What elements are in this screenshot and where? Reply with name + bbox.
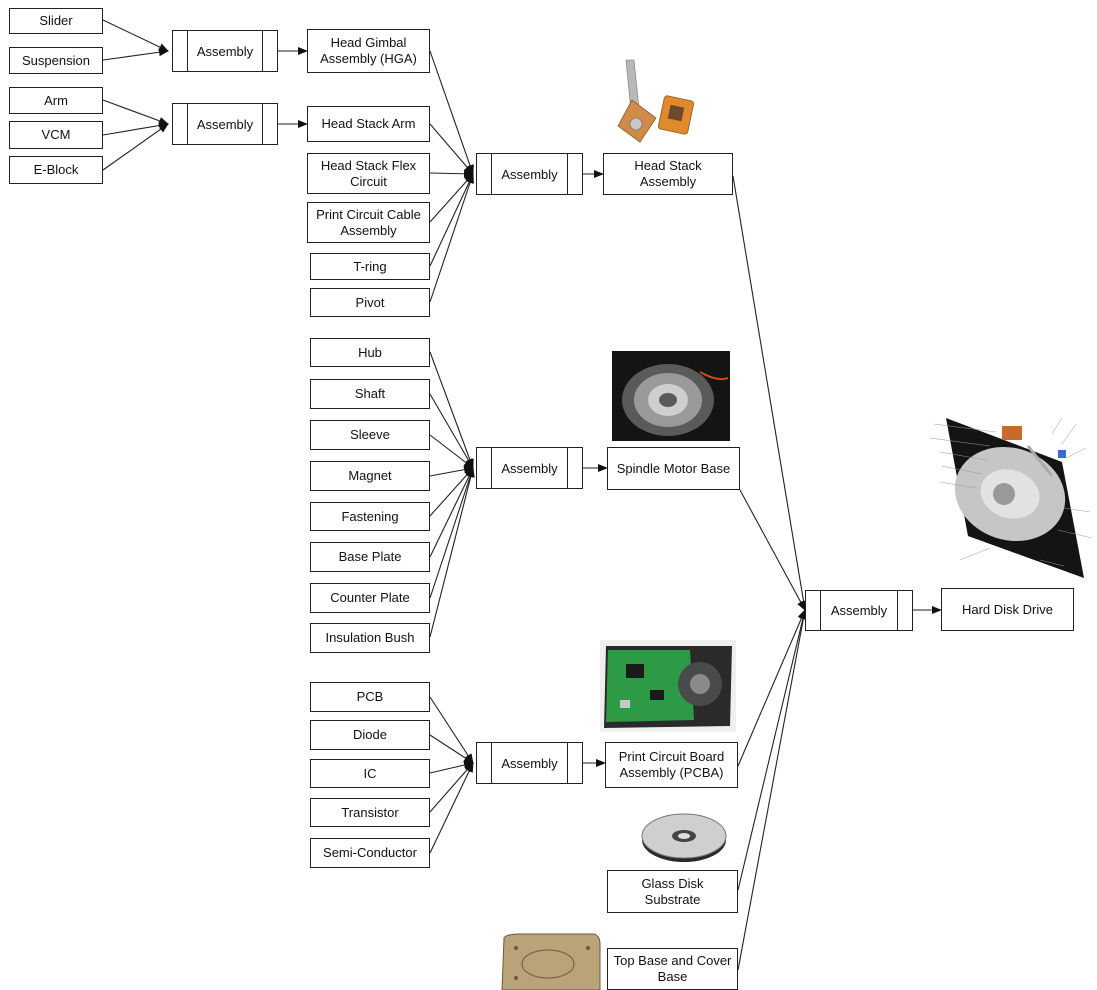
slider-label: Slider — [39, 13, 73, 29]
shaft-label: Shaft — [354, 386, 386, 402]
assembly-label: Assembly — [501, 755, 558, 771]
eblock-label: E-Block — [33, 162, 79, 178]
assembly-pcba: Assembly — [476, 742, 583, 784]
semi-conductor-label: Semi-Conductor — [323, 845, 417, 861]
transistor-label: Transistor — [341, 804, 399, 820]
assembly-head-stack: Assembly — [476, 153, 583, 195]
fastening-label: Fastening — [341, 508, 399, 524]
assembly-label: Assembly — [501, 166, 558, 182]
slider-node: Slider — [9, 8, 103, 34]
pcb-label: PCB — [356, 689, 384, 705]
shaft-node: Shaft — [310, 379, 430, 409]
glass-disk-substrate-label: Glass Disk Substrate — [641, 875, 704, 907]
head-stack-arm-label: Head Stack Arm — [321, 116, 416, 132]
pcba-label: Print Circuit Board Assembly (PCBA) — [618, 749, 725, 780]
suspension-label: Suspension — [22, 52, 90, 68]
ic-node: IC — [310, 759, 430, 788]
semi-conductor-node: Semi-Conductor — [310, 838, 430, 868]
assembly-hga: Assembly — [172, 30, 278, 72]
pcb-node: PCB — [310, 682, 430, 712]
vcm-node: VCM — [9, 121, 103, 149]
magnet-node: Magnet — [310, 461, 430, 491]
transistor-node: Transistor — [310, 798, 430, 827]
glass-disk-substrate-node: Glass Disk Substrate — [607, 870, 738, 913]
suspension-node: Suspension — [9, 47, 103, 74]
head-stack-flex-node: Head Stack Flex Circuit — [307, 153, 430, 194]
head-stack-assembly-node: Head Stack Assembly — [603, 153, 733, 195]
spindle-motor-base-node: Spindle Motor Base — [607, 447, 740, 490]
hard-disk-drive-node: Hard Disk Drive — [941, 588, 1074, 631]
assembly-hard-disk-drive: Assembly — [805, 590, 913, 631]
pcca-label: Print Circuit Cable Assembly — [316, 206, 421, 238]
counter-plate-label: Counter Plate — [330, 590, 410, 606]
hga-node: Head Gimbal Assembly (HGA) — [307, 29, 430, 73]
ic-label: IC — [363, 765, 377, 781]
base-plate-node: Base Plate — [310, 542, 430, 572]
spindle-motor-base-label: Spindle Motor Base — [616, 460, 731, 476]
head-stack-photo — [617, 59, 695, 143]
pivot-node: Pivot — [310, 288, 430, 317]
spindle-motor-photo — [612, 351, 730, 441]
head-stack-flex-label: Head Stack Flex Circuit — [320, 157, 417, 189]
assembly-label: Assembly — [501, 460, 558, 476]
assembly-label: Assembly — [196, 116, 254, 132]
assembly-label: Assembly — [830, 603, 888, 618]
pcb-photo — [600, 640, 736, 732]
pcba-node: Print Circuit Board Assembly (PCBA) — [605, 742, 738, 788]
base-plate-label: Base Plate — [338, 549, 402, 565]
pivot-label: Pivot — [355, 294, 385, 310]
hga-label: Head Gimbal Assembly (HGA) — [320, 35, 417, 66]
sleeve-label: Sleeve — [350, 427, 390, 443]
eblock-node: E-Block — [9, 156, 103, 184]
vcm-label: VCM — [41, 127, 71, 143]
assembly-head-stack-arm: Assembly — [172, 103, 278, 145]
t-ring-label: T-ring — [353, 258, 387, 274]
top-base-cover-base-node: Top Base and Cover Base — [607, 948, 738, 990]
glass-disk-photo — [641, 813, 727, 862]
hard-disk-drive-label: Hard Disk Drive — [961, 601, 1053, 617]
insulation-bush-node: Insulation Bush — [310, 623, 430, 653]
diode-node: Diode — [310, 720, 430, 750]
hub-node: Hub — [310, 338, 430, 367]
pcca-node: Print Circuit Cable Assembly — [307, 202, 430, 243]
sleeve-node: Sleeve — [310, 420, 430, 450]
diode-label: Diode — [353, 727, 387, 743]
assembly-label: Assembly — [196, 43, 254, 59]
connectors — [102, 19, 942, 971]
head-stack-assembly-label: Head Stack Assembly — [634, 158, 702, 189]
insulation-bush-label: Insulation Bush — [325, 630, 415, 646]
arm-node: Arm — [9, 87, 103, 114]
assembly-spindle: Assembly — [476, 447, 583, 489]
fastening-node: Fastening — [310, 502, 430, 531]
head-stack-arm-node: Head Stack Arm — [307, 106, 430, 142]
magnet-label: Magnet — [348, 468, 392, 484]
counter-plate-node: Counter Plate — [310, 583, 430, 613]
hub-label: Hub — [358, 344, 382, 360]
hard-disk-drive-photo — [929, 417, 1093, 578]
arm-label: Arm — [44, 92, 68, 108]
cover-base-photo — [501, 933, 601, 990]
t-ring-node: T-ring — [310, 253, 430, 280]
top-base-cover-base-label: Top Base and Cover Base — [613, 953, 732, 984]
